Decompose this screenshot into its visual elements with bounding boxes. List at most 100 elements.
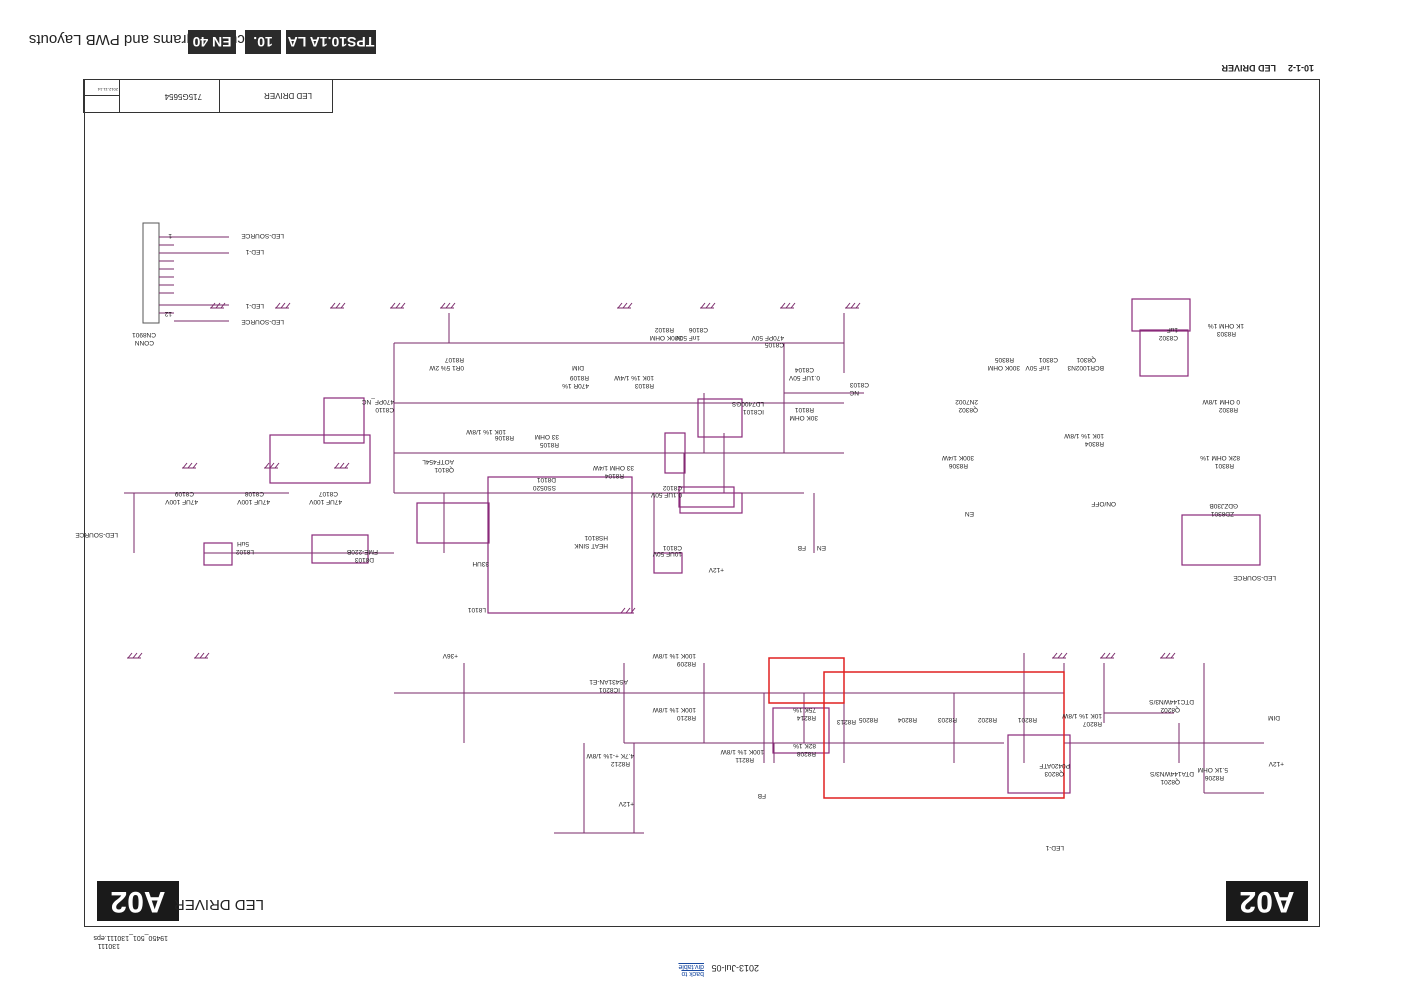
r8205-label: R8205 bbox=[858, 716, 878, 723]
ic8101-ref: IC8101 bbox=[743, 408, 764, 415]
c8107-value: 47UF 100V bbox=[309, 498, 342, 505]
q8201-value: DTA144WN3/S bbox=[1150, 770, 1194, 777]
led-source-net: LED-SOURCE bbox=[1233, 574, 1276, 581]
r8304-value: 10K 1% 1/8W bbox=[1064, 432, 1104, 439]
l8102-value: 5uH bbox=[237, 540, 249, 547]
c8106-ref: C8106 bbox=[688, 326, 708, 333]
r8102-ref: R8102 bbox=[654, 326, 674, 333]
r8105-value: 33 OHM bbox=[534, 433, 559, 440]
r8204-label: R8204 bbox=[897, 716, 917, 723]
c8102-value: 0.1UF 50V bbox=[650, 491, 682, 498]
c8108-value: 47UF 100V bbox=[237, 498, 270, 505]
r8207-value: 10K 1% 1/8W bbox=[1062, 712, 1102, 719]
q8302-ref: Q8302 bbox=[958, 406, 978, 413]
c8107-ref: C8107 bbox=[318, 490, 338, 497]
r8104-value: 33 OHM 1/4W bbox=[592, 464, 634, 471]
r8303-ref: R8303 bbox=[1216, 330, 1236, 337]
r8106-value: 10K 1% 1/8W bbox=[466, 428, 506, 435]
c8102-ref: C8102 bbox=[662, 484, 682, 491]
r8208-value: 82K 1% bbox=[793, 742, 816, 749]
q8301-value: BCR1002N3 bbox=[1067, 364, 1105, 371]
hs8101-value: HEAT SINK bbox=[574, 542, 608, 549]
cn8901-ref: CN8901 bbox=[132, 331, 156, 338]
v12-bottom: +12V bbox=[618, 800, 634, 807]
r8210-ref: R8210 bbox=[676, 714, 696, 721]
r8209-value: 100K 1% 1/8W bbox=[652, 652, 696, 659]
r8212-ref: R8212 bbox=[610, 760, 630, 767]
c8104-ref: C8104 bbox=[794, 366, 814, 373]
c8104-value: 0.1UF 50V bbox=[788, 374, 820, 381]
c8109-ref: C8109 bbox=[174, 490, 194, 497]
r8206-ref: R8206 bbox=[1204, 774, 1224, 781]
en-net: EN bbox=[816, 544, 826, 551]
pin-1: 12 bbox=[164, 310, 172, 317]
r8107-value: 0R1 5% 2W bbox=[429, 364, 464, 371]
r8206-value: 5.1K OHM bbox=[1197, 766, 1228, 773]
zd8301-ref: ZD8301 bbox=[1210, 510, 1234, 517]
ic8201-value: AS431AN-E1 bbox=[589, 678, 628, 685]
r8302-ref: R8302 bbox=[1218, 406, 1238, 413]
d8103-ref: D8103 bbox=[354, 556, 374, 563]
v36-net: +36V bbox=[442, 652, 458, 659]
r8208-ref: R8208 bbox=[796, 750, 816, 757]
r8207-ref: R8207 bbox=[1082, 720, 1102, 727]
led1-top: LED-1 bbox=[245, 302, 264, 309]
q8203-ref: Q8203 bbox=[1044, 770, 1064, 777]
l8102-ref: L8102 bbox=[235, 548, 254, 555]
q8202-ref: Q8202 bbox=[1160, 706, 1180, 713]
cn8901-type: CONN bbox=[134, 339, 154, 346]
r8301-value: 82K OHM 1% bbox=[1200, 454, 1240, 461]
r8211-ref: R8211 bbox=[735, 756, 754, 763]
d8101-ref: D8101 bbox=[536, 476, 556, 483]
led-source-top: LED-SOURCE bbox=[241, 318, 284, 325]
c8105-value: 470PF 50V bbox=[751, 334, 784, 341]
r8103-ref: R8103 bbox=[634, 382, 654, 389]
c8110-ref: C8110 bbox=[375, 406, 394, 413]
r8305-value: 300K OHM bbox=[987, 364, 1020, 371]
ic8201-ref: IC8201 bbox=[599, 686, 620, 693]
q8302-value: 2N7002 bbox=[955, 398, 978, 405]
c8109-value: 47UF 100V bbox=[165, 498, 198, 505]
r8101-ref: R8101 bbox=[794, 406, 814, 413]
l8101-value: 33UH bbox=[472, 560, 489, 567]
c8110-value: 470PF_NC bbox=[361, 398, 394, 405]
hs8101-ref: HS8101 bbox=[584, 534, 609, 541]
r8214-value: 75K 1% bbox=[793, 706, 816, 713]
q8201-ref: Q8201 bbox=[1160, 778, 1180, 785]
ic8101-value: LD7400GS bbox=[731, 400, 764, 407]
r8109-value: 470R 1% bbox=[562, 382, 589, 389]
c8301-ref: C8301 bbox=[1038, 356, 1058, 363]
r8209-ref: R8209 bbox=[676, 660, 696, 667]
onoff-net: ON/OFF bbox=[1091, 500, 1116, 507]
q8101-value: AOTF454L bbox=[422, 458, 454, 465]
dim-net-2: DIM bbox=[1268, 714, 1280, 721]
v12-right: +12V bbox=[1268, 760, 1284, 767]
c8103-value: NC bbox=[849, 389, 859, 396]
c8301-value: 1nF 50V bbox=[1025, 364, 1050, 371]
d8103-value: FME-220B bbox=[346, 548, 378, 555]
r8303-value: 1K OHM 1% bbox=[1207, 322, 1244, 329]
r8213-label: R8213 bbox=[836, 718, 856, 725]
c8106-value: 1nF 50V bbox=[675, 334, 700, 341]
r8212-value: 4.7K +-1% 1/8W bbox=[586, 752, 634, 759]
r8107-ref: R8107 bbox=[444, 356, 464, 363]
r8104-ref: R8104 bbox=[604, 472, 624, 479]
zd8301-value: GDZJ30B bbox=[1209, 502, 1238, 509]
l8101-ref: L8101 bbox=[467, 606, 486, 613]
d8101-value: SS0520 bbox=[532, 484, 556, 491]
q8202-value: DTC144WN3/S bbox=[1149, 698, 1194, 705]
c8108-ref: C8108 bbox=[244, 490, 264, 497]
fb-net: FB bbox=[797, 544, 806, 551]
r8210-value: 100K 1% 1/8W bbox=[652, 706, 696, 713]
r8211-value: 100K 1% 1/8W bbox=[720, 748, 764, 755]
led1-net: LED-1 bbox=[1045, 844, 1064, 851]
r8306-value: 300K 1/4W bbox=[941, 454, 974, 461]
fb-net-2: FB bbox=[757, 792, 766, 799]
r8103-value: 10K 1% 1/4W bbox=[614, 374, 654, 381]
en-net-2: EN bbox=[964, 510, 974, 517]
led-source-bottom: LED-SOURCE bbox=[241, 232, 284, 239]
r8106-ref: R8106 bbox=[494, 434, 514, 441]
c8302-ref: C8302 bbox=[1158, 334, 1178, 341]
